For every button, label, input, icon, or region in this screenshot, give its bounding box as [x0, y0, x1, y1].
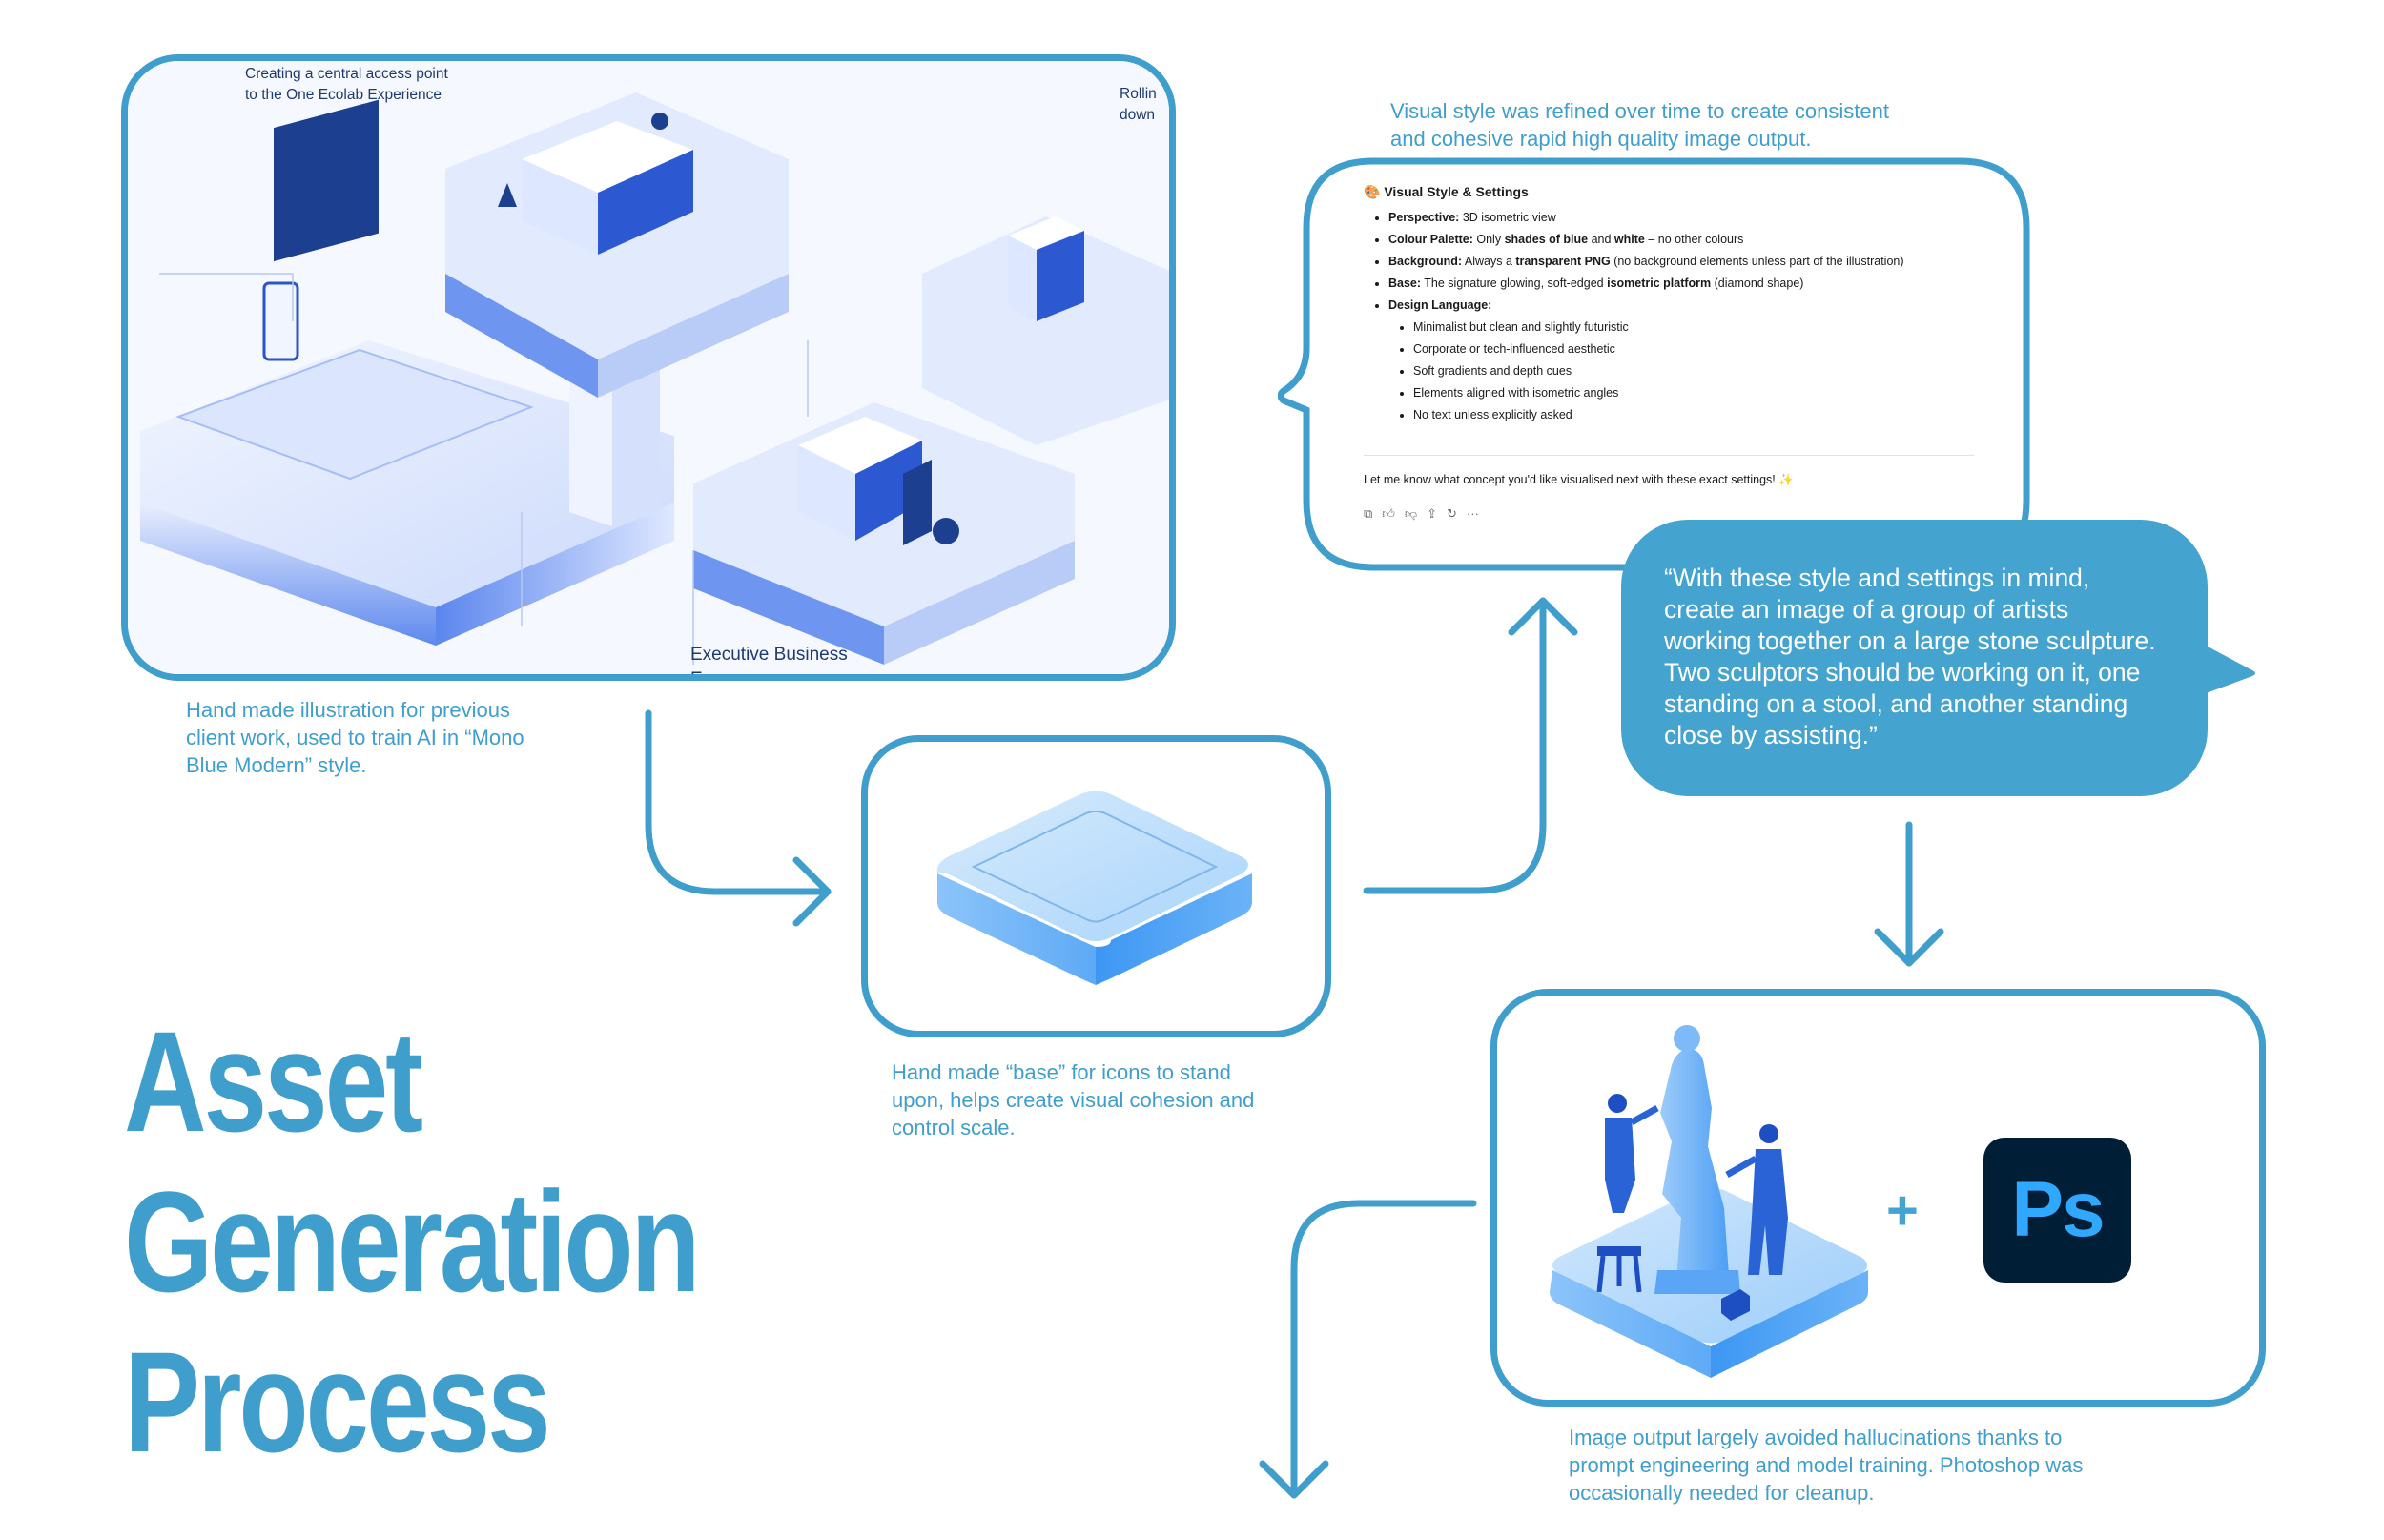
- list-item: Perspective: 3D isometric view: [1388, 207, 2022, 229]
- caption-line: prompt engineering and model training. P…: [1569, 1453, 2084, 1477]
- sculptors-illustration: [1550, 1025, 1868, 1378]
- design-language-list: Minimalist but clean and slightly futuri…: [1388, 317, 2022, 426]
- illustration-label-rolling: Rollin down: [1120, 84, 1157, 126]
- arrowhead-down-next: [1259, 1460, 1329, 1499]
- chat-heading: 🎨 Visual Style & Settings: [1364, 184, 1529, 199]
- chat-closing: Let me know what concept you'd like visu…: [1364, 473, 1794, 486]
- base-caption: Hand made “base” for icons to stand upon…: [892, 1058, 1254, 1141]
- label-line: Executive Business: [690, 645, 848, 665]
- sub-list-item: Soft gradients and depth cues: [1413, 360, 2022, 382]
- illustration-label-executive: Executive Business Exp...: [690, 643, 848, 681]
- item-bold: white: [1613, 233, 1645, 246]
- caption-line: occasionally needed for cleanup.: [1569, 1481, 1875, 1505]
- photoshop-logo-label: Ps: [2011, 1166, 2105, 1253]
- chat-response: 🎨 Visual Style & Settings Perspective: 3…: [1364, 181, 2022, 524]
- page-title: Asset Generation Process: [124, 1001, 701, 1482]
- prompt-bubble-tail: [2193, 639, 2255, 698]
- item-label: Base:: [1388, 277, 1422, 290]
- tablet-device: [262, 281, 299, 361]
- connector-output-to-next: [1290, 1200, 1477, 1499]
- share-icon[interactable]: ⇪: [1427, 506, 1437, 521]
- item-text: 3D isometric view: [1459, 211, 1556, 224]
- prompt-line: create an image of a group of artists: [1664, 595, 2069, 624]
- arrowhead-down-output: [1874, 928, 1944, 967]
- list-item: Base: The signature glowing, soft-edged …: [1388, 273, 2022, 295]
- sub-list-item: No text unless explicitly asked: [1413, 404, 2022, 426]
- illustration-caption: Hand made illustration for previous clie…: [186, 696, 524, 779]
- chat-divider: [1364, 455, 1974, 456]
- label-line: Creating a central access point: [245, 66, 448, 82]
- base-frame: [861, 735, 1331, 1037]
- list-item: Colour Palette: Only shades of blue and …: [1388, 229, 2022, 251]
- caption-line: client work, used to train AI in “Mono: [186, 726, 524, 749]
- prompt-line: working together on a large stone sculpt…: [1664, 626, 2156, 655]
- chat-action-bar: ⧉ 👍︎ 👎︎ ⇪ ↻ ···: [1364, 503, 2022, 524]
- plus-sign: +: [1886, 1180, 1919, 1242]
- item-text: Only: [1472, 233, 1505, 246]
- item-label: Design Language:: [1388, 298, 1492, 312]
- photoshop-logo-icon: [1983, 1138, 2131, 1283]
- title-line: Process: [124, 1322, 551, 1482]
- thumbs-down-icon[interactable]: 👎︎: [1404, 506, 1418, 521]
- label-line: Exp...: [690, 669, 737, 681]
- item-bold: isometric platform: [1607, 277, 1712, 290]
- style-settings-list: Perspective: 3D isometric view Colour Pa…: [1364, 207, 2022, 426]
- title-line: Asset: [124, 1001, 423, 1161]
- more-icon[interactable]: ···: [1466, 506, 1479, 521]
- sub-list-item: Minimalist but clean and slightly futuri…: [1413, 317, 2022, 339]
- label-line: Rollin: [1120, 86, 1157, 102]
- caption-line: and cohesive rapid high quality image ou…: [1390, 127, 1812, 151]
- caption-line: control scale.: [892, 1116, 1016, 1140]
- prompt-line: standing on a stool, and another standin…: [1664, 689, 2128, 718]
- chat-bubble-outline: [1278, 157, 2030, 571]
- output-frame: [1490, 989, 2266, 1407]
- arrowhead-up-chat: [1508, 597, 1578, 636]
- isometric-base-icon: [936, 791, 1252, 985]
- isometric-illustration: [128, 61, 1169, 674]
- prompt-bubble: [1621, 520, 2208, 796]
- connector-illustration-to-base: [645, 709, 832, 895]
- arrowhead-right-base: [792, 856, 832, 927]
- output-caption: Image output largely avoided hallucinati…: [1569, 1424, 2083, 1507]
- item-label: Background:: [1388, 255, 1463, 268]
- prompt-text: “With these style and settings in mind, …: [1664, 563, 2179, 751]
- prompt-line: “With these style and settings in mind,: [1664, 564, 2090, 592]
- item-label: Perspective:: [1388, 211, 1460, 224]
- label-line: to the One Ecolab Experience: [245, 87, 442, 103]
- prompt-line: Two sculptors should be working on it, o…: [1664, 658, 2141, 687]
- monitor-screen: [274, 99, 379, 262]
- illustration-label-access-point: Creating a central access point to the O…: [245, 64, 448, 106]
- item-bold: transparent PNG: [1515, 255, 1611, 268]
- prompt-line: close by assisting.”: [1664, 721, 1878, 749]
- caption-line: Image output largely avoided hallucinati…: [1569, 1426, 2063, 1449]
- thumbs-up-icon[interactable]: 👍︎: [1382, 506, 1395, 521]
- caption-line: Hand made “base” for icons to stand: [892, 1060, 1231, 1084]
- illustration-frame: Creating a central access point to the O…: [121, 54, 1176, 681]
- caption-line: upon, helps create visual cohesion and: [892, 1088, 1255, 1112]
- item-text: (no background elements unless part of t…: [1610, 255, 1904, 268]
- copy-icon[interactable]: ⧉: [1364, 506, 1373, 521]
- item-text: – no other colours: [1644, 233, 1744, 246]
- sub-list-item: Elements aligned with isometric angles: [1413, 382, 2022, 404]
- regenerate-icon[interactable]: ↻: [1447, 506, 1457, 521]
- visual-style-caption: Visual style was refined over time to cr…: [1390, 97, 1889, 153]
- item-text: Always a: [1462, 255, 1516, 268]
- list-item: Design Language: Minimalist but clean an…: [1388, 295, 2022, 426]
- sub-list-item: Corporate or tech-influenced aesthetic: [1413, 339, 2022, 360]
- caption-line: Blue Modern” style.: [186, 753, 367, 777]
- caption-line: Visual style was refined over time to cr…: [1390, 99, 1889, 123]
- connector-base-to-chat: [1363, 597, 1547, 894]
- caption-line: Hand made illustration for previous: [186, 698, 510, 722]
- item-bold: shades of blue: [1504, 233, 1589, 246]
- item-label: Colour Palette:: [1388, 233, 1473, 246]
- item-text: (diamond shape): [1711, 277, 1804, 290]
- label-line: down: [1120, 107, 1156, 123]
- item-text: and: [1588, 233, 1614, 246]
- item-text: The signature glowing, soft-edged: [1421, 277, 1608, 290]
- title-line: Generation: [124, 1161, 701, 1322]
- list-item: Background: Always a transparent PNG (no…: [1388, 251, 2022, 273]
